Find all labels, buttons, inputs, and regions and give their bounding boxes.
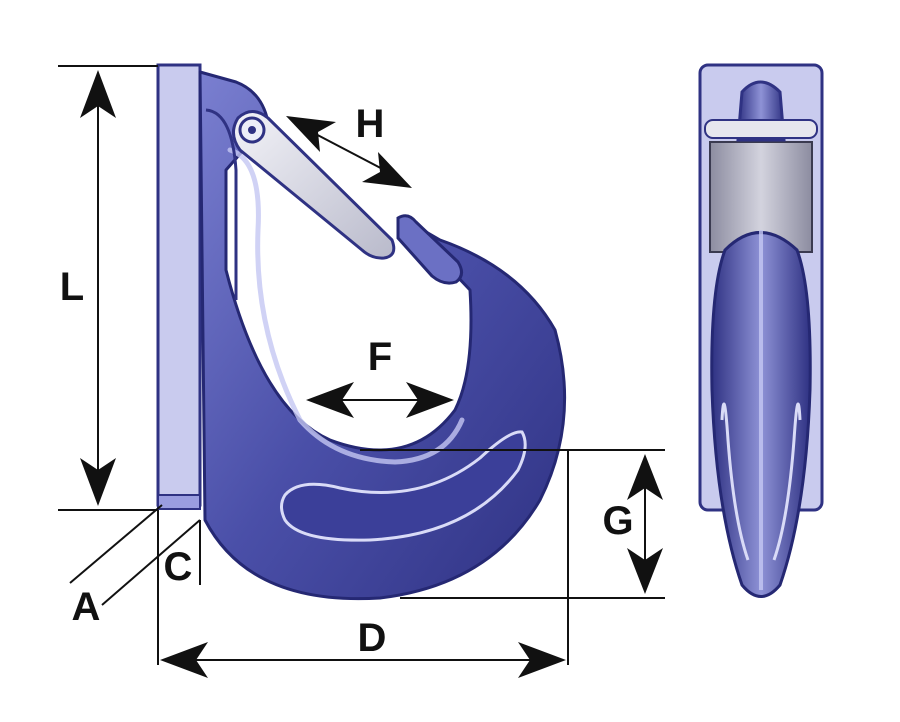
dim-h-arrow-start	[286, 116, 336, 152]
mounting-plate	[156, 63, 202, 507]
side-groove-right	[772, 402, 802, 561]
dim-g-arrow-top	[627, 454, 663, 500]
side-groove-left	[720, 402, 750, 561]
hook-front-view	[156, 63, 567, 601]
dimension-lines	[58, 65, 665, 665]
dim-h-arrow-end	[362, 152, 412, 188]
hook-shank-highlight	[227, 147, 465, 465]
dim-l-arrow-bottom	[80, 458, 116, 506]
label-c: C	[164, 545, 193, 589]
dim-a-line-1	[69, 504, 163, 584]
latch-pivot-pin-center	[248, 126, 256, 134]
side-pin	[704, 119, 818, 139]
label-a: A	[72, 585, 101, 629]
hook-latch	[232, 110, 396, 260]
dim-l-arrow-top	[80, 70, 116, 118]
plate-bottom-flange	[157, 494, 201, 510]
dim-h-line	[307, 129, 393, 175]
dimension-arrowheads	[80, 70, 663, 678]
hook-shank-edge	[205, 108, 238, 300]
hook-slot-groove	[280, 430, 527, 542]
dim-d-arrow-right	[518, 642, 566, 678]
hook-tip	[396, 214, 463, 285]
hook-side-view	[698, 63, 824, 598]
dimension-labels: L H F G C A D	[60, 102, 634, 660]
label-l: L	[60, 265, 84, 309]
dim-f-arrow-left	[306, 382, 354, 418]
dim-f-arrow-right	[406, 382, 454, 418]
label-g: G	[602, 499, 633, 543]
dim-d-arrow-left	[160, 642, 208, 678]
label-f: F	[368, 335, 392, 379]
label-d: D	[358, 616, 387, 660]
label-h: H	[356, 102, 385, 146]
dim-g-arrow-bottom	[627, 548, 663, 594]
dim-a-line-2	[101, 519, 201, 606]
